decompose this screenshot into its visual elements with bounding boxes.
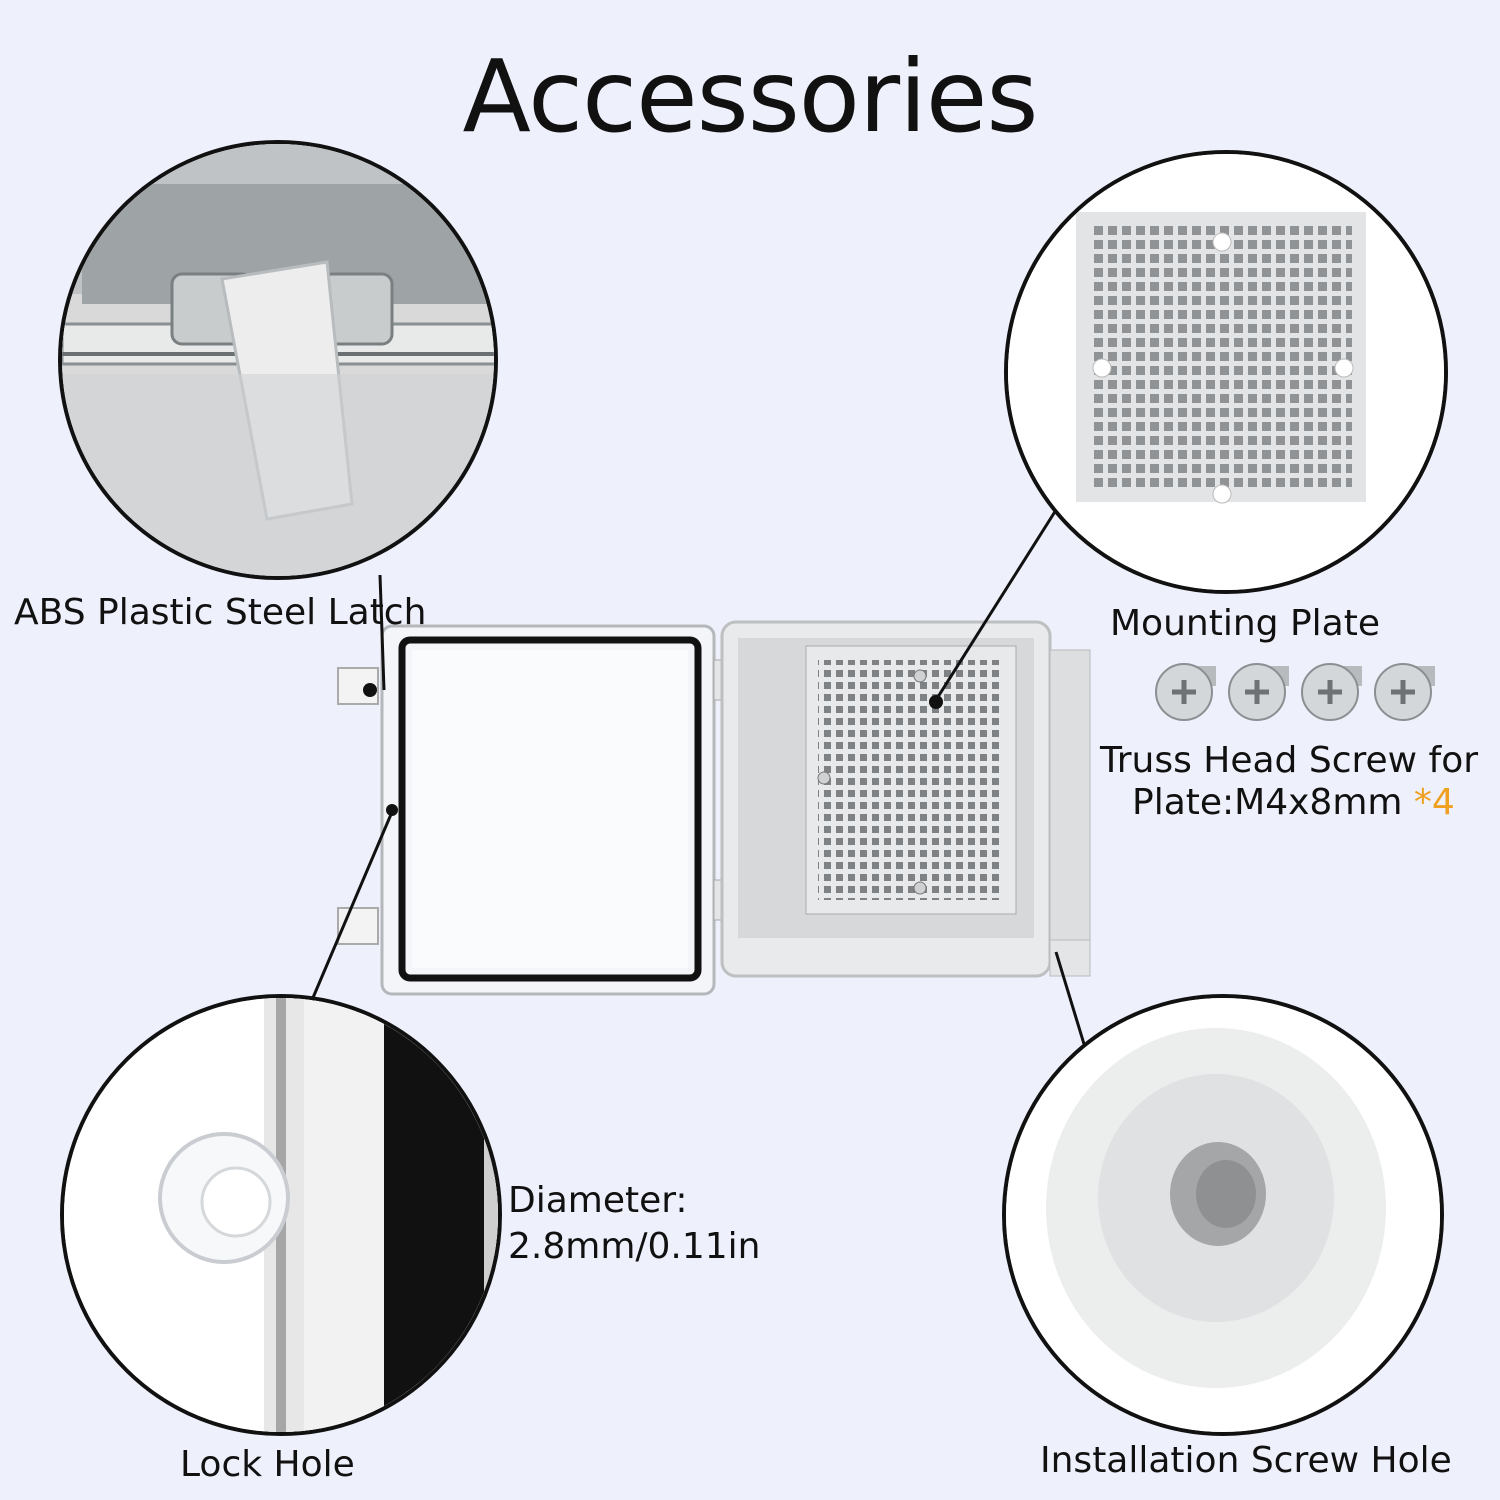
screws-label-line2: Plate:M4x8mm *4 — [1132, 782, 1455, 823]
screws-row — [1150, 648, 1440, 728]
diameter-label-line2: 2.8mm/0.11in — [508, 1226, 761, 1267]
latch-label: ABS Plastic Steel Latch — [14, 592, 427, 633]
enclosure-photo — [330, 620, 1100, 1000]
install-hole-label: Installation Screw Hole — [1040, 1440, 1452, 1481]
screw-hole-photo — [1006, 998, 1440, 1432]
lock-hole-circle — [60, 994, 502, 1436]
diameter-label-line1: Diameter: — [508, 1180, 688, 1221]
screw-hole-circle — [1002, 994, 1444, 1436]
screws-spec: Plate:M4x8mm — [1132, 782, 1414, 823]
page-title: Accessories — [462, 38, 1038, 155]
lock-hole-label: Lock Hole — [180, 1444, 355, 1485]
lock-hole-photo — [64, 998, 498, 1432]
screws-quantity: *4 — [1413, 782, 1455, 823]
latch-detail-circle — [58, 140, 498, 580]
mounting-plate-circle — [1004, 150, 1448, 594]
screw-icon — [1155, 663, 1435, 721]
mounting-plate-photo — [1008, 154, 1444, 590]
mounting-plate-label: Mounting Plate — [1110, 603, 1380, 644]
latch-photo — [62, 144, 494, 576]
screws-label-line1: Truss Head Screw for — [1100, 740, 1479, 781]
